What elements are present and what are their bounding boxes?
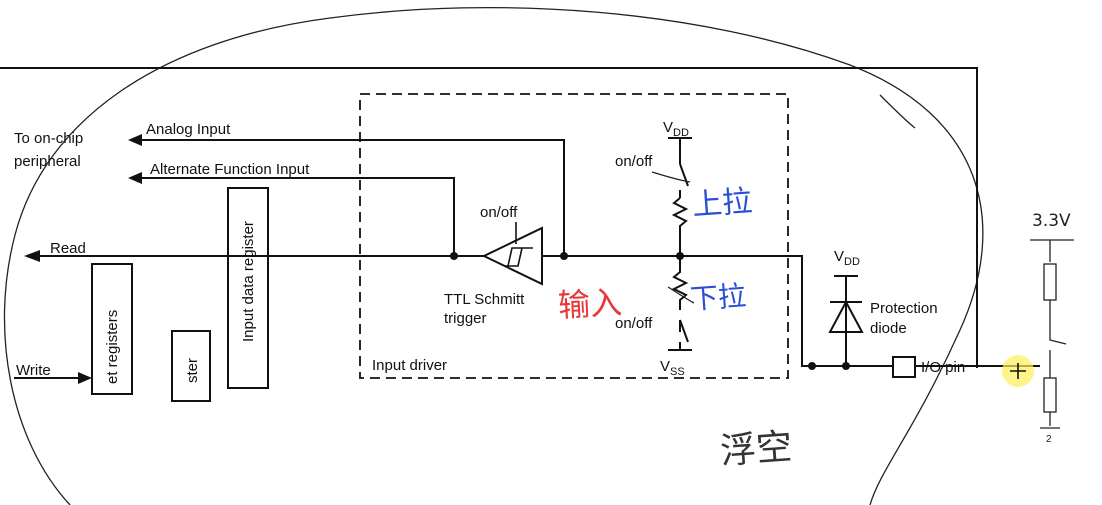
write-arrow [78,372,92,384]
schmitt-trigger-symbol [481,226,543,286]
junction-dot [808,362,816,370]
vss-label: VSS [660,358,685,378]
analog-input-label: Analog Input [146,121,231,138]
pulldown-onoff-label: on/off [615,315,653,332]
write-label: Write [16,362,51,379]
alt-function-line [140,177,455,256]
cursor-crosshair-icon [1010,363,1026,379]
io-pin-box [892,356,916,378]
to-onchip-label: To on-chip [14,130,83,147]
read-label: Read [50,240,86,257]
hand-drawn-tick [879,94,916,129]
pulldown-switch [679,319,689,350]
peripheral-label: peripheral [14,153,81,170]
trigger-label: trigger [444,310,487,327]
read-arrow [24,250,40,262]
vdd-top-label: VDD [663,119,689,139]
mcu-boundary [0,67,978,368]
external-supply-line [1030,239,1074,262]
schmitt-hysteresis-icon [505,247,533,267]
input-annotation: 输入 [557,283,624,325]
input-data-register-label: Input data register [240,221,257,342]
set-registers-label: et registers [104,310,121,384]
set-registers-box [91,263,133,395]
floating-annotation: 浮空 [718,426,794,473]
external-pulldown-resistor [1043,377,1057,413]
protection-diode-symbol [828,299,864,333]
pullup-handwrite-stroke [651,171,691,183]
pull-down-annotation: 下拉 [689,279,748,316]
hand-drawn-outline [3,6,984,505]
alt-function-label: Alternate Function Input [150,161,310,178]
voltage-annotation: 3.3V [1032,211,1071,231]
input-data-register [227,187,269,389]
input-driver-box [359,93,789,379]
analog-input-arrow [128,134,142,146]
external-ground [1040,412,1060,429]
vdd-right-label: VDD [834,248,860,268]
input-driver-label: Input driver [372,357,447,374]
io-pin-label: I/O pin [921,359,965,376]
analog-input-line [140,139,565,256]
ttl-schmitt-label: TTL Schmitt [444,291,525,308]
pullup-resistor [671,197,689,256]
schmitt-onoff-label: on/off [480,204,518,221]
external-ground-mark: 2 [1046,434,1052,445]
external-switch [1049,300,1067,378]
pull-up-annotation: 上拉 [691,183,754,224]
output-register-box [171,330,211,402]
junction-dot [450,252,458,260]
alt-function-arrow [128,172,142,184]
external-pullup-resistor [1043,263,1057,301]
pulldown-handwrite-stroke [667,286,695,304]
pullup-switch [679,138,689,198]
protection-label: Protection [870,300,938,317]
pullup-onoff-label: on/off [615,153,653,170]
junction-dot [560,252,568,260]
pulldown-resistor [671,256,689,310]
output-register-label: ster [184,358,201,383]
diode-label: diode [870,320,907,337]
